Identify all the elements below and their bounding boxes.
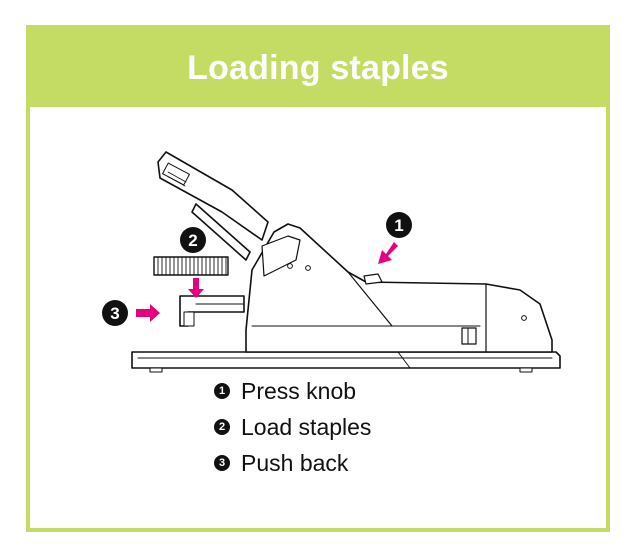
magazine-pusher xyxy=(183,311,195,327)
grip-line-2 xyxy=(166,175,186,187)
arrow-press-knob xyxy=(378,242,398,264)
callout-1: 1 xyxy=(386,212,412,238)
hinge-screw-2 xyxy=(305,265,311,271)
header-banner: Loading staples xyxy=(30,29,606,107)
side-latch xyxy=(461,327,477,345)
hinge-screw-1 xyxy=(287,263,293,269)
body-hinge xyxy=(261,235,301,277)
legend-number: 1 xyxy=(214,383,230,399)
legend-label: Load staples xyxy=(241,413,372,440)
grip-line-1 xyxy=(167,171,187,183)
base-slot xyxy=(397,351,411,369)
stapler-base xyxy=(131,351,561,369)
body-seam xyxy=(347,271,393,327)
base-foot-left xyxy=(149,367,163,373)
instruction-card: Loading staples xyxy=(26,25,610,532)
legend-label: Push back xyxy=(241,449,349,476)
legend-number: 2 xyxy=(214,419,230,435)
arrow-load-staples xyxy=(188,278,204,298)
legend-item-load-staples: 2 Load staples xyxy=(214,409,371,445)
legend-number: 3 xyxy=(214,455,230,471)
svg-text:2: 2 xyxy=(188,231,197,250)
stapler-body xyxy=(245,223,553,353)
staple-stick xyxy=(153,256,229,276)
legend-label: Press knob xyxy=(241,377,357,404)
arm-rail xyxy=(191,203,251,261)
steps-legend: 1 Press knob 2 Load staples 3 Push back xyxy=(214,373,371,481)
base-foot-right xyxy=(519,367,533,373)
svg-text:3: 3 xyxy=(110,304,119,323)
svg-text:1: 1 xyxy=(394,216,403,235)
staple-ridges xyxy=(157,257,227,275)
page-title: Loading staples xyxy=(187,48,449,87)
callout-2: 2 xyxy=(180,227,206,253)
arrow-push-back xyxy=(136,304,160,322)
legend-item-press-knob: 1 Press knob xyxy=(214,373,371,409)
press-knob xyxy=(363,273,383,285)
callout-3: 3 xyxy=(102,300,128,326)
legend-item-push-back: 3 Push back xyxy=(214,445,371,481)
front-screw xyxy=(521,315,527,321)
